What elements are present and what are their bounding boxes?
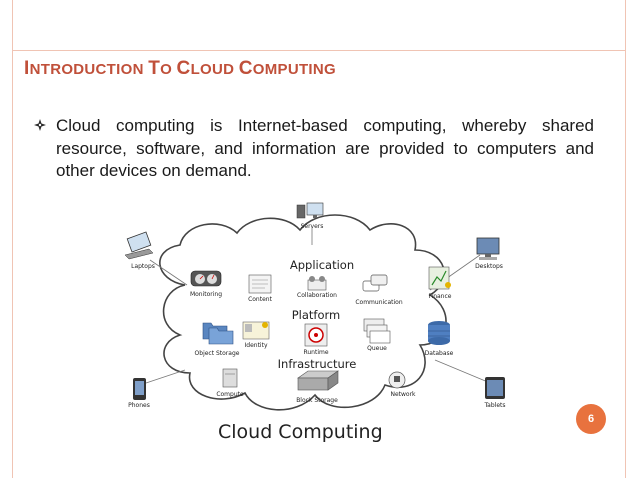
network-label: Network [390,391,416,398]
slide-title: INTRODUCTION TO CLOUD COMPUTING [24,58,336,79]
left-border-line [12,0,13,478]
desktops-label: Desktops [475,263,503,270]
laptop-icon [124,231,154,260]
infrastructure-layer-label: Infrastructure [277,357,357,371]
communication-icon [362,274,388,292]
collaboration-icon [307,276,327,291]
bullet-text: Cloud computing is Internet-based comput… [56,116,594,180]
bullet-item: Cloud computing is Internet-based comput… [34,115,594,183]
network-icon [388,371,406,389]
collaboration-label: Collaboration [297,292,337,299]
queue-label: Queue [367,345,387,352]
finance-icon [428,266,451,290]
phones-label: Phones [128,402,150,409]
right-border-line [625,0,626,478]
laptops-label: Laptops [131,263,155,270]
object-storage-icon [202,322,234,345]
runtime-icon [304,323,328,347]
application-layer-label: Application [289,258,355,272]
diamond-bullet-icon [34,119,46,131]
compute-label: Compute [216,391,244,398]
tablet-icon [485,377,505,399]
identity-card-icon [242,321,270,340]
finance-label: Finance [428,293,452,300]
block-storage-label: Block Storage [296,397,338,404]
diagram-caption: Cloud Computing [218,421,383,443]
database-icon [428,321,450,345]
object-storage-label: Object Storage [194,350,240,357]
content-label: Content [248,296,272,303]
phone-icon [133,378,146,400]
communication-label: Communication [355,299,403,306]
cloud-diagram-graphic [124,202,505,411]
servers-icon [296,202,324,219]
platform-layer-label: Platform [291,308,341,322]
tablets-label: Tablets [484,402,506,409]
monitoring-gauge-icon [190,270,222,287]
title-rule [12,50,626,51]
database-label: Database [424,350,454,357]
queue-icon [363,318,391,344]
cloud-computing-diagram: Application Platform Infrastructure Serv… [115,195,515,445]
page-number-badge: 6 [576,404,606,434]
compute-icon [222,368,238,388]
servers-label: Servers [300,223,324,230]
content-document-icon [248,274,272,294]
runtime-label: Runtime [303,349,329,356]
identity-label: Identity [244,342,268,349]
monitoring-label: Monitoring [189,291,223,298]
desktop-icon [476,237,500,260]
block-storage-icon [297,370,339,391]
